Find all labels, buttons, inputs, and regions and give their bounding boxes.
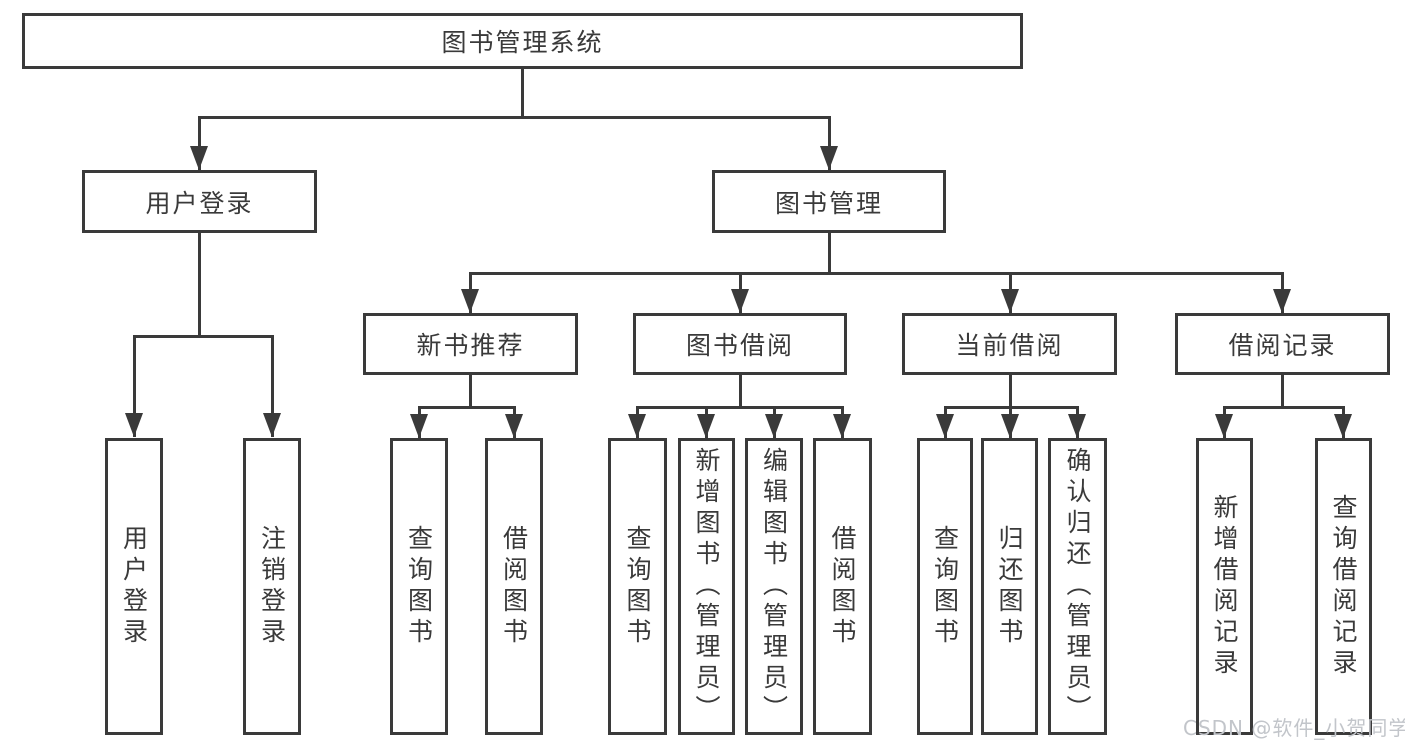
connector-line <box>520 69 524 117</box>
node-current-borrow: 当前借阅 <box>902 313 1117 375</box>
arrow-down-icon <box>936 414 954 438</box>
arrow-down-icon <box>190 146 208 170</box>
arrow-down-icon <box>1215 414 1233 438</box>
arrow-down-icon <box>731 289 749 313</box>
arrow-down-icon <box>765 414 783 438</box>
connector-line <box>132 336 136 437</box>
arrow-down-icon <box>505 414 523 438</box>
arrow-down-icon <box>1334 414 1352 438</box>
node-label: 用户登录 <box>145 188 254 218</box>
node-label: 归还图书 <box>995 524 1024 649</box>
arrow-down-icon <box>410 414 428 438</box>
node-label: 查询图书 <box>623 524 652 649</box>
connector-line <box>468 271 1284 275</box>
node-label: 查询图书 <box>404 524 434 649</box>
node-label: 查询图书 <box>930 524 960 649</box>
connector-line <box>197 115 831 119</box>
leaf-user-login: 用户登录 <box>105 438 163 735</box>
connector-line <box>132 334 274 338</box>
arrow-down-icon <box>1001 414 1019 438</box>
leaf-logout: 注销登录 <box>243 438 301 735</box>
node-user-login: 用户登录 <box>82 170 317 233</box>
leaf-current-confirm-return-admin: 确认归还（管理员） <box>1048 438 1107 735</box>
leaf-record-add: 新增借阅记录 <box>1196 438 1253 735</box>
node-label: 注销登录 <box>257 524 287 649</box>
node-book-borrow: 图书借阅 <box>633 313 847 375</box>
arrow-down-icon <box>697 414 715 438</box>
node-label: 当前借阅 <box>955 331 1064 360</box>
node-label: 新增借阅记录 <box>1210 493 1239 680</box>
arrow-down-icon <box>1273 289 1291 313</box>
leaf-current-return-book: 归还图书 <box>981 438 1038 735</box>
node-label: 借阅图书 <box>499 524 529 649</box>
node-label: 借阅图书 <box>828 524 857 649</box>
arrow-down-icon <box>833 414 851 438</box>
leaf-record-query: 查询借阅记录 <box>1315 438 1372 735</box>
connector-line <box>417 405 516 409</box>
connector-line <box>197 233 201 336</box>
leaf-recommend-borrow-book: 借阅图书 <box>485 438 543 735</box>
connector-line <box>1280 375 1284 407</box>
connector-line <box>738 375 742 407</box>
connector-line <box>270 336 274 437</box>
node-label: 借阅记录 <box>1228 331 1337 360</box>
connector-line <box>197 117 201 170</box>
node-label: 编辑图书（管理员） <box>759 447 789 726</box>
node-label: 图书管理 <box>774 188 883 218</box>
arrow-down-icon <box>628 414 646 438</box>
arrow-down-icon <box>461 289 479 313</box>
node-borrow-record: 借阅记录 <box>1175 313 1390 375</box>
connector-line <box>1222 405 1345 409</box>
node-library-system: 图书管理系统 <box>22 13 1023 69</box>
node-label: 用户登录 <box>119 524 149 649</box>
arrow-down-icon <box>263 413 281 437</box>
arrow-down-icon <box>1001 289 1019 313</box>
leaf-borrow-borrow-book: 借阅图书 <box>813 438 872 735</box>
leaf-recommend-query-book: 查询图书 <box>390 438 448 735</box>
leaf-borrow-query-book: 查询图书 <box>608 438 667 735</box>
node-label: 图书管理系统 <box>441 28 604 57</box>
connector-line <box>827 117 831 170</box>
node-label: 查询借阅记录 <box>1329 493 1358 680</box>
arrow-down-icon <box>125 413 143 437</box>
node-label: 新书推荐 <box>416 331 525 360</box>
node-label: 新增图书（管理员） <box>692 447 721 726</box>
arrow-down-icon <box>1068 414 1086 438</box>
node-new-book-recommend: 新书推荐 <box>363 313 578 375</box>
arrow-down-icon <box>820 146 838 170</box>
node-label: 图书借阅 <box>685 331 794 360</box>
connector-line <box>1008 375 1012 407</box>
connector-line <box>468 375 472 407</box>
csdn-watermark: CSDN @软件_小贺同学 <box>1183 716 1405 740</box>
node-label: 确认归还（管理员） <box>1063 447 1092 726</box>
leaf-borrow-edit-book-admin: 编辑图书（管理员） <box>745 438 803 735</box>
node-book-management: 图书管理 <box>712 170 946 233</box>
leaf-borrow-add-book-admin: 新增图书（管理员） <box>678 438 735 735</box>
connector-line <box>827 233 831 273</box>
leaf-current-query-book: 查询图书 <box>917 438 973 735</box>
connector-line <box>635 405 844 409</box>
